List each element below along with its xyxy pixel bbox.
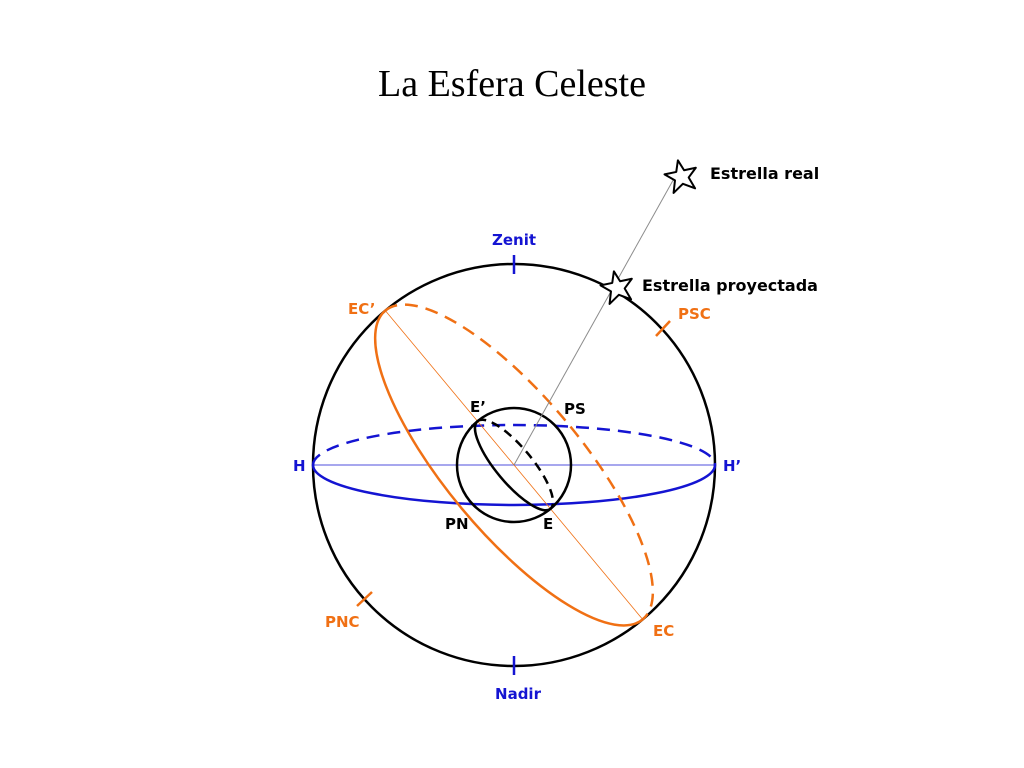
label-e: E: [543, 515, 553, 533]
horizon-back-arc: [311, 423, 717, 466]
label-ps: PS: [564, 400, 586, 418]
label-ec-prime: EC’: [348, 300, 376, 318]
label-pn: PN: [445, 515, 469, 533]
pnc-tick: [356, 591, 373, 607]
earth-equator-front: [473, 420, 552, 512]
label-ec: EC: [653, 622, 674, 640]
psc-tick: [655, 320, 671, 337]
real-star-icon: [663, 159, 697, 194]
label-zenit: Zenit: [492, 231, 536, 249]
label-estrella-real: Estrella real: [710, 164, 819, 183]
earth-equator-back: [476, 418, 555, 510]
label-pnc: PNC: [325, 613, 360, 631]
label-e-prime: E’: [470, 398, 486, 416]
label-estrella-proyectada: Estrella proyectada: [642, 276, 818, 295]
star-line: [513, 174, 677, 466]
horizon-front-arc: [311, 464, 717, 507]
ecliptic-back-arc: [384, 303, 655, 621]
slide-title: La Esfera Celeste: [378, 63, 646, 105]
label-h-prime: H’: [723, 457, 741, 475]
projected-star-icon: [599, 270, 633, 305]
label-nadir: Nadir: [495, 685, 542, 703]
label-h: H: [293, 457, 306, 475]
label-psc: PSC: [678, 305, 711, 323]
ecliptic-front-arc: [373, 309, 644, 627]
earth-sphere: [455, 406, 573, 524]
